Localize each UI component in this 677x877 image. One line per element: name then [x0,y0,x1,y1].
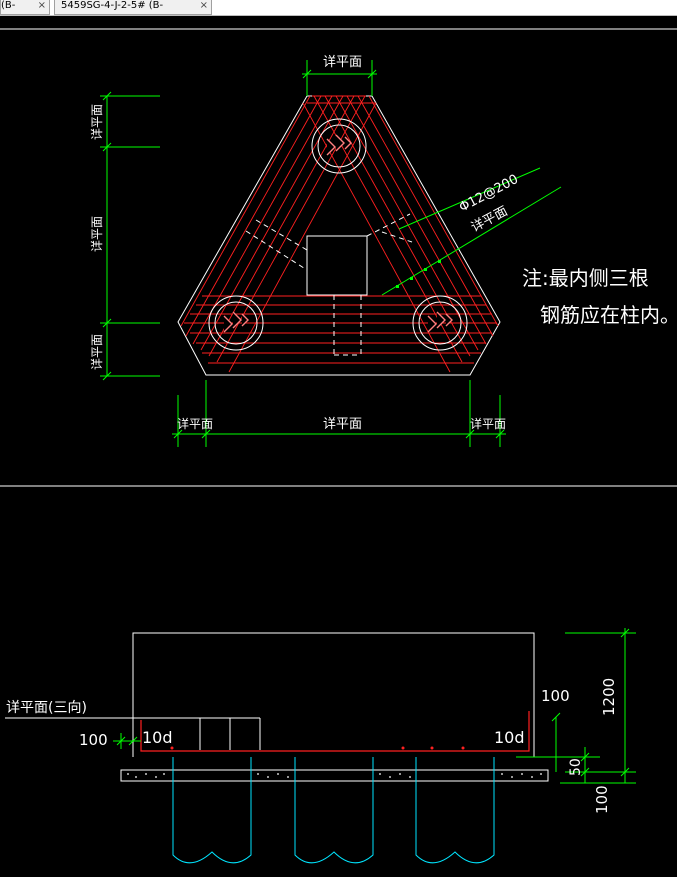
pile-right [412,295,468,351]
tab-drawing-2[interactable]: 5459SG-4-J-2-5# (B- × [54,0,212,15]
dim-50-label: 50 [568,758,584,776]
dim-100-left-label: 100 [79,731,108,749]
dim-100-right-label: 100 [541,687,570,705]
dim-1200-label: 1200 [600,678,618,716]
dim-right [516,628,636,784]
dim-left-bottom-label: 详平面 [89,334,104,370]
blinding-hatch [127,773,542,778]
dim-bottom [172,380,506,447]
column-hidden-lines [245,213,413,356]
leader-ticks [199,718,261,750]
tab-drawing-1[interactable]: (B- × [0,0,50,15]
note-line-1: 注:最内侧三根 [522,266,649,290]
pile-section-mid [294,757,374,864]
pile-section-right [415,757,495,864]
anchor-left-label: 10d [142,728,173,747]
note-line-2: 钢筋应在柱内。 [540,303,677,327]
section-view: 详平面(三向) 100 10d 10d 100 1200 50 [5,628,636,864]
dim-top [302,60,377,96]
dim-left-mid-label: 详平面 [89,216,104,252]
dim-bottom-mid-label: 详平面 [323,417,362,432]
dim-left-top-label: 详平面 [89,104,104,140]
dim-bottom-right-label: 详平面 [470,416,506,431]
anchor-right-label: 10d [494,728,525,747]
pile-top [311,118,367,174]
rebar-dots [170,746,465,750]
close-icon[interactable]: × [37,0,46,11]
leader-label: 详平面(三向) [6,700,87,716]
column-outline [306,235,368,296]
plan-view: Φ12@200 详平面 详平面 详平面 详平面 详平面 [89,55,677,447]
close-icon[interactable]: × [199,0,208,11]
bottom-rebar [140,711,530,752]
tab-label: 5459SG-4-J-2-5# (B- [61,0,164,11]
pile-section-left [172,757,252,864]
blinding-layer [120,769,549,782]
dim-bottom-left-label: 详平面 [177,416,213,431]
dim-left [100,91,160,381]
tab-label: (B- [1,0,16,11]
tab-bar: (B- × 5459SG-4-J-2-5# (B- × [0,0,677,16]
rebar-spec-label: Φ12@200 [457,172,521,216]
pile-left [208,295,264,351]
cap-section-outline [132,632,535,757]
rebar-leader-ticks [396,260,441,288]
dim-top-label: 详平面 [323,55,362,70]
section-piles [172,757,495,864]
dim-100-left [113,733,141,749]
dim-100-bottom-label: 100 [593,785,611,814]
rebar-label-line [398,167,541,230]
